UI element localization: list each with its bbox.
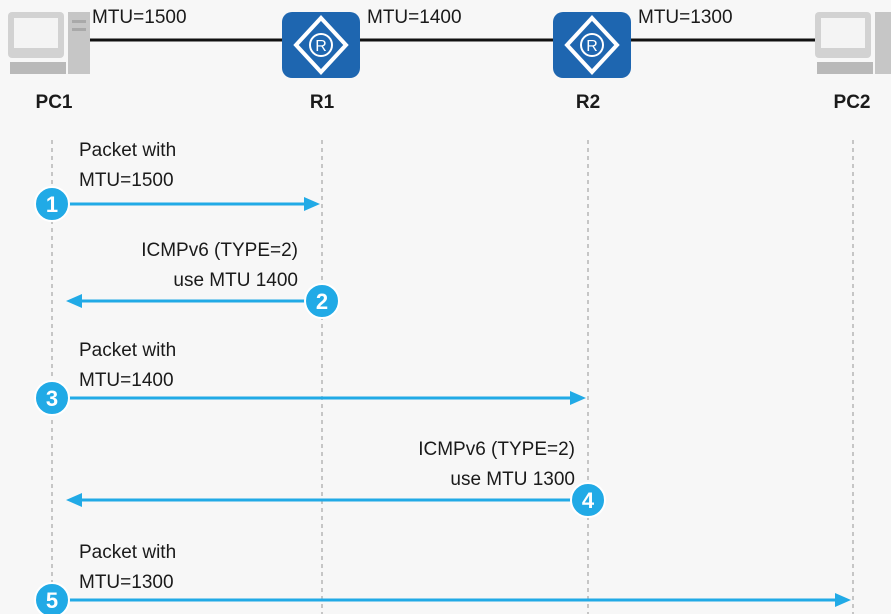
arrowhead-icon <box>570 391 586 405</box>
step-number: 5 <box>46 588 58 613</box>
step-badge <box>304 283 340 319</box>
message-line: ICMPv6 (TYPE=2) <box>418 439 575 460</box>
arrowhead-icon <box>66 294 82 308</box>
svg-text:R: R <box>586 38 598 55</box>
router-icon: R <box>282 12 360 78</box>
step-number: 2 <box>316 289 328 314</box>
message-line: Packet with <box>79 340 177 361</box>
step-badge <box>34 380 70 416</box>
pc-icon <box>815 12 891 74</box>
step-number: 4 <box>582 488 595 513</box>
arrowhead-icon <box>835 593 851 607</box>
message-label: Packet with MTU=1400 <box>79 336 176 396</box>
message-label: ICMPv6 (TYPE=2) use MTU 1400 <box>100 236 298 296</box>
message-line: ICMPv6 (TYPE=2) <box>141 240 298 261</box>
arrowhead-icon <box>304 197 320 211</box>
link-mtu-label: MTU=1300 <box>638 7 733 28</box>
svg-text:R: R <box>315 38 327 55</box>
node-label-r1: R1 <box>309 92 335 113</box>
step-badge <box>570 482 606 518</box>
step-badge <box>34 186 70 222</box>
message-line: use MTU 1400 <box>173 270 298 291</box>
message-label: Packet with MTU=1300 <box>79 538 176 598</box>
router-icon: R <box>553 12 631 78</box>
step-badge <box>34 582 70 614</box>
step-number: 1 <box>46 192 58 217</box>
link-mtu-label: MTU=1500 <box>92 7 187 28</box>
arrowhead-icon <box>66 493 82 507</box>
step-number: 3 <box>46 386 58 411</box>
message-line: use MTU 1300 <box>450 469 575 490</box>
node-label-pc2: PC2 <box>833 92 871 113</box>
message-label: ICMPv6 (TYPE=2) use MTU 1300 <box>370 435 575 495</box>
link-mtu-label: MTU=1400 <box>367 7 462 28</box>
node-label-pc1: PC1 <box>35 92 73 113</box>
node-label-r2: R2 <box>575 92 601 113</box>
message-label: Packet with MTU=1500 <box>79 136 176 196</box>
message-line: MTU=1500 <box>79 170 174 191</box>
message-line: MTU=1400 <box>79 370 174 391</box>
message-line: Packet with <box>79 140 177 161</box>
message-line: Packet with <box>79 542 177 563</box>
message-line: MTU=1300 <box>79 572 174 593</box>
pc-icon <box>8 12 90 74</box>
